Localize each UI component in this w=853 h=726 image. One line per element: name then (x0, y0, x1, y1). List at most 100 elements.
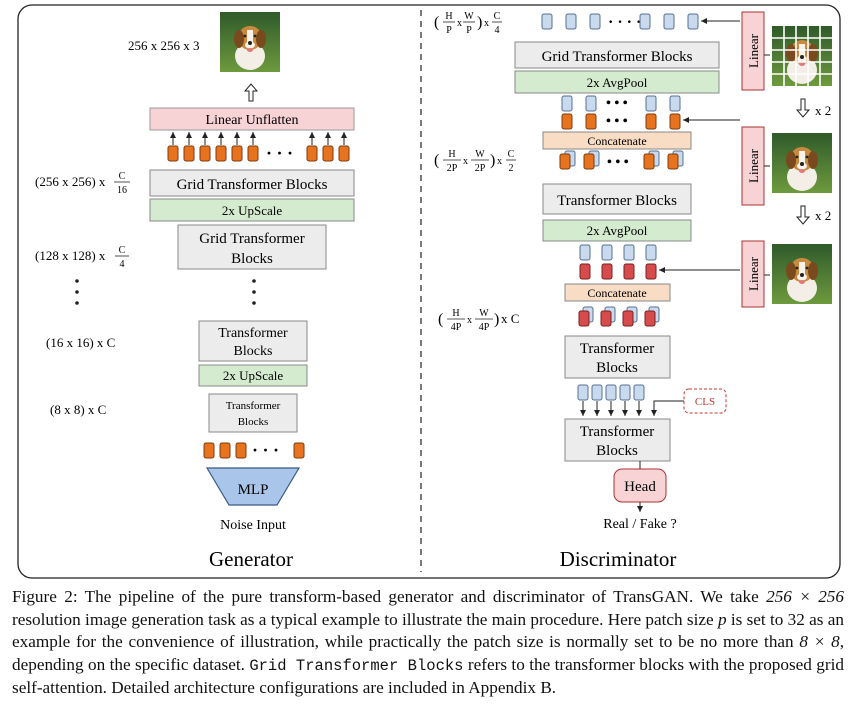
grid-tb-2-label-2: Blocks (231, 251, 273, 267)
patchified-dog-image (772, 26, 832, 86)
svg-text:): ) (490, 152, 495, 169)
tb-mid-label-2: Blocks (234, 344, 273, 359)
upscale-2-label: 2x UpScale (223, 368, 284, 383)
svg-text:C: C (119, 171, 126, 182)
svg-text:x: x (463, 156, 468, 167)
grid-tb-2-label-1: Grid Transformer (199, 231, 304, 247)
cls-token-label: CLS (695, 396, 715, 408)
svg-text:W: W (479, 308, 489, 319)
caption-text-5: refers to the transformer blocks with th… (12, 654, 844, 698)
dim-128: (128 x 128) x C 4 (35, 245, 129, 270)
grid-tb-1-label: Grid Transformer Blocks (177, 177, 328, 193)
caption-code: Grid Transformer Blocks (249, 656, 464, 675)
svg-text:x: x (497, 156, 502, 167)
svg-text:(: ( (434, 14, 439, 31)
tb-small-box (208, 393, 298, 433)
caption-text-3: is set to 32 as an example for the conve… (12, 609, 844, 652)
disc-dim-top: ( H P x W P ) x C 4 (434, 11, 502, 36)
svg-text:C: C (508, 149, 515, 160)
disc-tb-2-label-1: Transformer (580, 341, 654, 357)
svg-text:H: H (448, 149, 455, 160)
disc-grid-tb-label: Grid Transformer Blocks (542, 49, 693, 65)
svg-text:P: P (466, 25, 472, 36)
caption-text-4: , depending on the specific dataset. (12, 632, 844, 674)
figure-caption: Figure 2: The pipeline of the pure trans… (12, 586, 844, 700)
linear-3-label: Linear (746, 256, 761, 291)
svg-text:2P: 2P (475, 163, 486, 174)
svg-text:x: x (457, 18, 462, 29)
svg-text:• • •: • • • (607, 155, 629, 170)
svg-text:16: 16 (117, 185, 127, 196)
linear-2-label: Linear (746, 148, 761, 183)
dog-image-quarter (772, 244, 832, 304)
discriminator: ( H P x W P ) x C 4 · · · · Grid Transfo… (434, 11, 832, 571)
linear-unflatten-label: Linear Unflatten (206, 113, 299, 128)
caption-math-2: p (717, 609, 727, 629)
svg-text:(: ( (434, 152, 439, 169)
up-arrow-icon (243, 83, 259, 102)
tb-small-label-1: Transformer (226, 400, 281, 412)
svg-text:x: x (484, 18, 489, 29)
svg-text:C: C (119, 245, 126, 256)
caption-math-3: 8 × 8 (799, 632, 840, 652)
svg-text:2: 2 (509, 163, 514, 174)
upscale-2-box (198, 364, 308, 387)
disc-tb-3-box (564, 418, 671, 462)
linear-1-label: Linear (746, 33, 761, 68)
svg-text:• • •: • • • (606, 96, 628, 111)
mlp-label: MLP (238, 482, 269, 498)
avgpool-2-label: 2x AvgPool (587, 223, 648, 238)
disc-row2-patches: • • • • • • (561, 95, 740, 130)
concatenate-1-label: Concatenate (587, 134, 646, 148)
disc-row6-patches (577, 384, 684, 416)
svg-text:P: P (446, 25, 452, 36)
tb-mid-label-1: Transformer (218, 326, 288, 341)
svg-text:H: H (452, 308, 459, 319)
downsample-1-label: x 2 (815, 103, 831, 118)
disc-row3-patches: • • • (559, 150, 684, 170)
svg-text:2P: 2P (447, 163, 458, 174)
svg-text:(256 x 256) x: (256 x 256) x (35, 174, 106, 189)
noise-input-label: Noise Input (220, 518, 286, 533)
avgpool-1-box (514, 70, 720, 94)
disc-row4-patches (579, 244, 740, 280)
svg-text:H: H (445, 11, 452, 22)
disc-tb-1-box (542, 183, 692, 215)
avgpool-2-box (542, 219, 692, 242)
svg-text:W: W (475, 149, 485, 160)
vertical-ellipsis (75, 279, 256, 305)
disc-grid-tb-box (514, 41, 720, 69)
caption-text-1: Figure 2: The pipeline of the pure trans… (12, 587, 767, 606)
dog-image-half (772, 133, 832, 193)
upscale-1-label: 2x UpScale (222, 203, 283, 218)
dim-256: (256 x 256) x C 16 (35, 171, 130, 196)
linear-unflatten-box (149, 107, 355, 131)
caption-text-2: resolution image generation task as a ty… (12, 609, 718, 629)
dim-16: (16 x 16) x C (46, 335, 115, 350)
svg-text:x: x (467, 315, 472, 326)
down-arrow-icon-1 (795, 98, 811, 118)
disc-tb-1-label: Transformer Blocks (557, 193, 677, 209)
tb-small-label-2: Blocks (238, 416, 269, 428)
concatenate-2-label: Concatenate (587, 286, 646, 300)
svg-text:(: ( (438, 311, 443, 328)
mlp-trapezoid (205, 467, 301, 506)
svg-text:· · · ·: · · · · (608, 14, 641, 31)
svg-text:4P: 4P (451, 322, 462, 333)
grid-tb-2-box (177, 224, 327, 270)
svg-text:C: C (494, 11, 501, 22)
downsample-2-label: x 2 (815, 208, 831, 223)
figure-frame (17, 4, 841, 579)
svg-text:· · ·: · · · (252, 440, 279, 460)
generator: 256 x 256 x 3 Linear Unflatten · · · (35, 12, 355, 571)
avgpool-1-label: 2x AvgPool (587, 75, 648, 90)
pipeline-figure: 256 x 256 x 3 Linear Unflatten · · · (17, 4, 841, 579)
cls-token-box (683, 388, 727, 414)
svg-text:4: 4 (120, 259, 125, 270)
disc-row5-patches (578, 306, 660, 327)
svg-text:(128 x 128) x: (128 x 128) x (35, 248, 106, 263)
discriminator-title: Discriminator (560, 547, 677, 571)
svg-text:x C: x C (501, 311, 519, 326)
linear-1-box (741, 11, 765, 91)
svg-text:4: 4 (495, 25, 500, 36)
